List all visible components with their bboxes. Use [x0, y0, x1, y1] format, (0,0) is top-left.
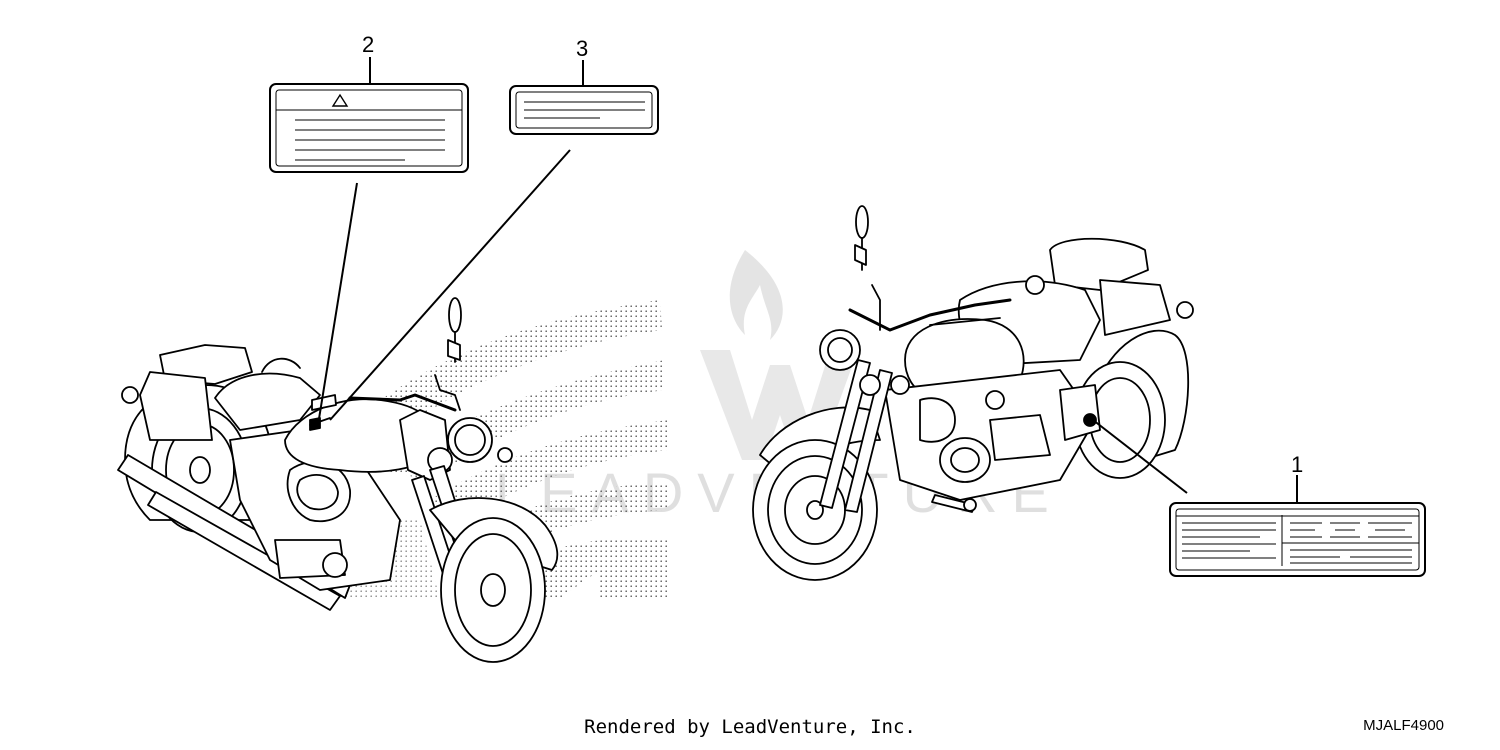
leader-lines — [317, 57, 1298, 503]
left-motorcycle-illustration — [117, 297, 668, 663]
callout-number-3[interactable]: 3 — [576, 36, 588, 61]
right-motorcycle-illustration — [752, 205, 1194, 581]
leader-line-1 — [1092, 419, 1188, 494]
callout-number-1[interactable]: 1 — [1291, 452, 1303, 477]
diagram-code: MJALF4900 — [1363, 717, 1444, 734]
rendered-by-credit: Rendered by LeadVenture, Inc. — [584, 716, 916, 738]
label-2-warning-label[interactable] — [269, 83, 469, 173]
warning-triangle-icon — [331, 93, 349, 107]
callout-number-2[interactable]: 2 — [362, 32, 374, 57]
label-3-caution-label[interactable] — [509, 85, 659, 135]
label-1-specification-label[interactable] — [1169, 502, 1426, 577]
leader-line-2 — [317, 182, 358, 426]
leader-line-3 — [329, 149, 571, 421]
